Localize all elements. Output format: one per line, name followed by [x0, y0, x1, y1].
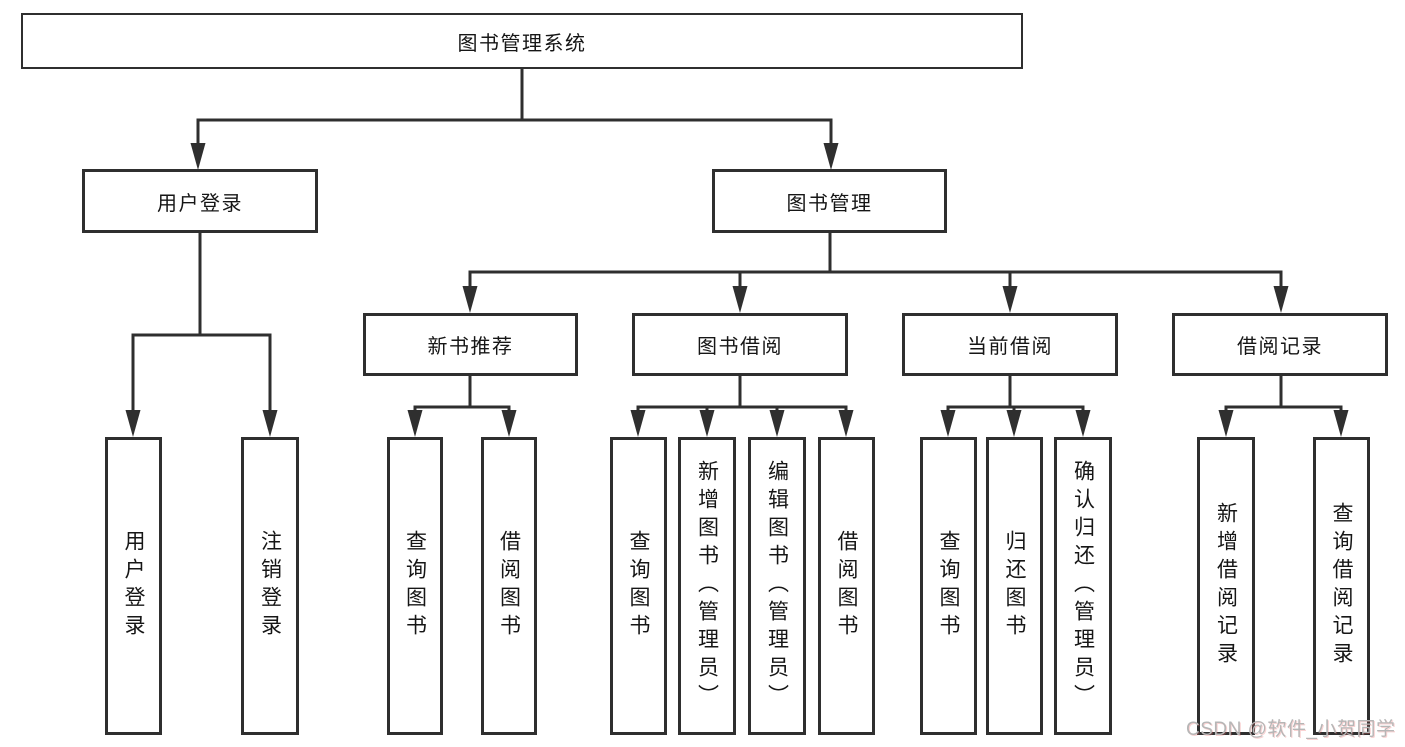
- node-label: 当前借阅: [967, 336, 1053, 358]
- node-label: 新增借阅记录: [1214, 502, 1238, 670]
- node-label: 新书推荐: [427, 336, 514, 358]
- node-current-borrow: 当前借阅: [902, 313, 1118, 376]
- arrow-down-icon: [501, 410, 517, 437]
- node-label: 注销登录: [258, 530, 282, 642]
- leaf-query-books: 查询图书: [387, 437, 443, 735]
- node-label: 借阅记录: [1237, 336, 1323, 358]
- csdn-watermark: CSDN @软件_小贺同学: [1186, 719, 1396, 740]
- leaf-query-borrow-record: 查询借阅记录: [1313, 437, 1370, 735]
- node-label: 用户登录: [157, 192, 243, 215]
- arrowhead-icons: [125, 143, 1349, 437]
- node-new-book-recommend: 新书推荐: [363, 313, 578, 376]
- node-label: 查询借阅记录: [1330, 502, 1353, 670]
- arrow-down-icon: [769, 410, 785, 437]
- leaf-query-books: 查询图书: [610, 437, 667, 735]
- node-label: 确认归还（管理员）: [1071, 460, 1095, 712]
- leaf-borrow-books: 借阅图书: [481, 437, 537, 735]
- arrow-down-icon: [1006, 410, 1022, 437]
- node-borrow-records: 借阅记录: [1172, 313, 1388, 376]
- arrow-down-icon: [125, 410, 141, 437]
- leaf-return-books: 归还图书: [986, 437, 1043, 735]
- node-label: 图书借阅: [697, 336, 783, 358]
- node-label: 查询图书: [937, 530, 960, 642]
- arrow-down-icon: [190, 143, 206, 170]
- node-label: 用户登录: [122, 530, 145, 642]
- node-label: 图书管理: [786, 192, 873, 215]
- arrow-down-icon: [407, 410, 423, 437]
- arrow-down-icon: [1273, 286, 1289, 313]
- arrow-down-icon: [838, 410, 854, 437]
- arrow-down-icon: [823, 143, 839, 170]
- arrow-down-icon: [940, 410, 956, 437]
- arrow-down-icon: [699, 410, 715, 437]
- node-user-login: 用户登录: [82, 169, 318, 233]
- arrow-down-icon: [732, 286, 748, 313]
- leaf-borrow-books: 借阅图书: [818, 437, 875, 735]
- arrow-down-icon: [1218, 410, 1234, 437]
- node-label: 新增图书（管理员）: [695, 460, 719, 712]
- arrow-down-icon: [262, 410, 278, 437]
- node-label: 查询图书: [627, 530, 650, 642]
- node-label: 借阅图书: [835, 530, 858, 642]
- node-book-management: 图书管理: [712, 169, 947, 233]
- node-label: 借阅图书: [497, 530, 521, 642]
- leaf-confirm-return-admin: 确认归还（管理员）: [1054, 437, 1112, 735]
- leaf-add-borrow-record: 新增借阅记录: [1197, 437, 1255, 735]
- leaf-query-books: 查询图书: [920, 437, 977, 735]
- node-library-management-system: 图书管理系统: [21, 13, 1023, 69]
- arrow-down-icon: [1002, 286, 1018, 313]
- node-book-borrow: 图书借阅: [632, 313, 848, 376]
- node-label: 图书管理系统: [457, 32, 587, 55]
- arrow-down-icon: [462, 286, 478, 313]
- node-label: 归还图书: [1003, 530, 1026, 642]
- leaf-user-login: 用户登录: [105, 437, 162, 735]
- node-label: 查询图书: [403, 530, 427, 642]
- node-label: 编辑图书（管理员）: [765, 460, 789, 712]
- arrow-down-icon: [1333, 410, 1349, 437]
- leaf-add-book-admin: 新增图书（管理员）: [678, 437, 736, 735]
- arrow-down-icon: [1075, 410, 1091, 437]
- leaf-edit-book-admin: 编辑图书（管理员）: [748, 437, 806, 735]
- arrow-down-icon: [630, 410, 646, 437]
- leaf-logout: 注销登录: [241, 437, 299, 735]
